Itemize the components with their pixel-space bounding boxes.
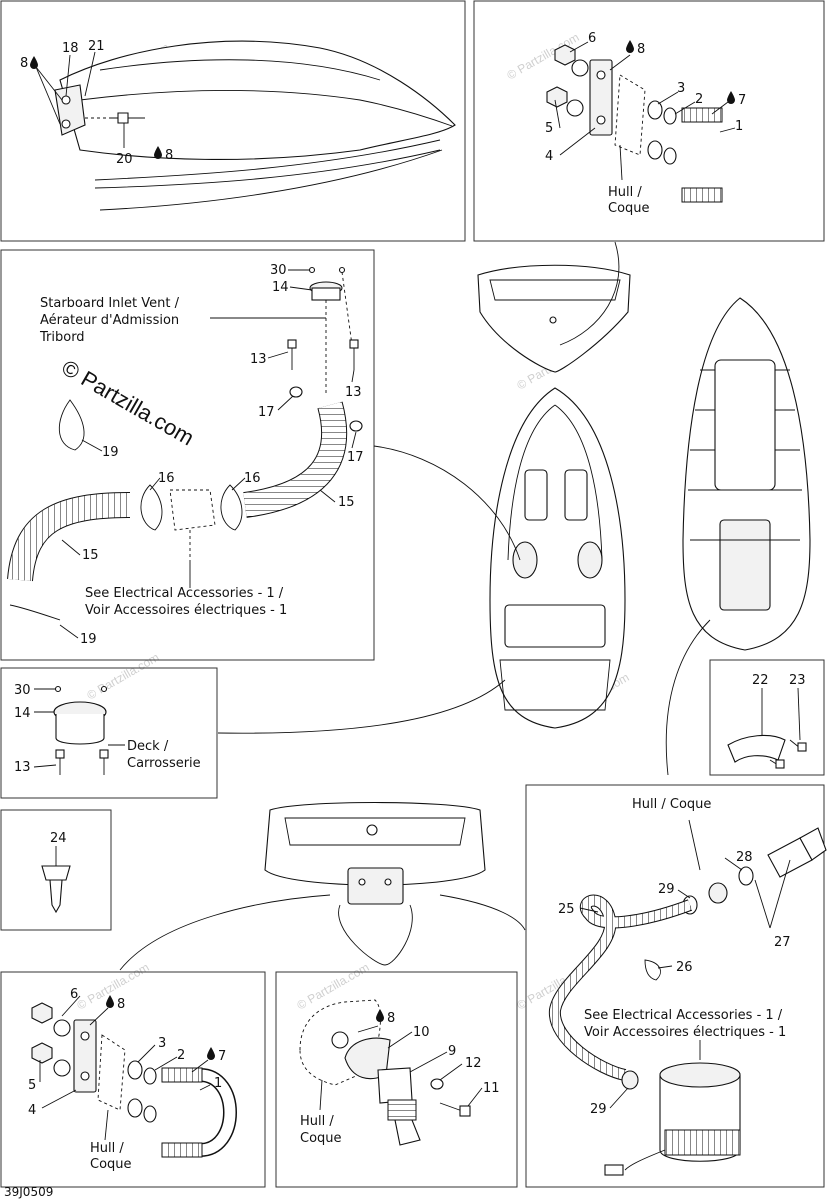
electrical-label: Voir Accessoires électriques - 1	[85, 603, 287, 618]
sealant-drop-icon	[30, 56, 38, 69]
callout-label: 8	[20, 56, 28, 71]
sealant-drop-icon	[207, 1047, 215, 1060]
callout-label: 17	[347, 450, 364, 465]
sealant-drop-icon	[727, 91, 735, 104]
hull-label: Coque	[300, 1131, 342, 1146]
callout-label: 7	[218, 1049, 226, 1064]
electrical-label: See Electrical Accessories - 1 /	[85, 586, 284, 601]
callout-label: 23	[789, 673, 806, 688]
electrical-label: Voir Accessoires électriques - 1	[584, 1025, 786, 1040]
callout-label: 3	[677, 81, 685, 96]
callout-label: 25	[558, 902, 575, 917]
callout-label: 15	[338, 495, 355, 510]
electrical-label: See Electrical Accessories - 1 /	[584, 1008, 783, 1023]
callout-label: 7	[738, 93, 746, 108]
hull-label: Coque	[90, 1157, 132, 1172]
watermark: © Partzilla.com	[85, 650, 162, 703]
callout-label: 26	[676, 960, 693, 975]
starboard-vent-panel: © Partzilla.com 30 14 Starboard Inlet Ve…	[0, 249, 375, 661]
sealant-drop-icon	[376, 1009, 384, 1022]
callout-label: 1	[735, 119, 743, 134]
callout-label: 16	[244, 471, 261, 486]
callout-label: 29	[590, 1102, 607, 1117]
callout-label: 10	[413, 1025, 430, 1040]
callout-label: 22	[752, 673, 769, 688]
deck-vent-panel: 30 14 13 Deck / Carrosserie	[0, 667, 218, 799]
callout-label: 4	[545, 149, 553, 164]
callout-label: 13	[345, 385, 362, 400]
callout-label: 17	[258, 405, 275, 420]
vent-label: Starboard Inlet Vent /	[40, 296, 180, 311]
callout-label: 1	[214, 1076, 222, 1091]
callout-label: 6	[70, 987, 78, 1002]
callout-label: 20	[116, 152, 133, 167]
callout-label: 11	[483, 1081, 500, 1096]
callout-label: 6	[588, 31, 596, 46]
vent-label: Tribord	[39, 330, 85, 345]
diagram-code: 39J0509	[4, 1185, 53, 1199]
callout-label: 28	[736, 850, 753, 865]
callout-label: 8	[117, 997, 125, 1012]
callout-label: 29	[658, 882, 675, 897]
callout-label: 8	[165, 148, 173, 163]
callout-label: 16	[158, 471, 175, 486]
copyright-mark: © Partzilla.com	[58, 355, 199, 451]
bilge-pump-panel: Hull / Coque 28 29 25 27 26 See Electric…	[525, 784, 827, 1188]
callout-label: 21	[88, 39, 105, 54]
hull-label: Hull /	[300, 1114, 334, 1129]
callout-label: 8	[387, 1011, 395, 1026]
hull-label: Hull /	[608, 185, 642, 200]
deck-label: Deck /	[127, 739, 169, 754]
callout-label: 14	[272, 280, 289, 295]
callout-label: 8	[637, 42, 645, 57]
callout-label: 5	[28, 1078, 36, 1093]
clip-panel: 22 23	[709, 659, 825, 776]
callout-label: 13	[14, 760, 31, 775]
lift-eye-bottom-panel: 6 8 3 2 7 5 1 4 Hull / Coque	[0, 971, 266, 1188]
callout-label: 27	[774, 935, 791, 950]
hull-inline-label: Hull / Coque	[632, 797, 711, 812]
bow-panel: 8 18 21 20 8	[0, 0, 466, 242]
watercraft-views	[119, 241, 811, 971]
callout-label: 19	[80, 632, 97, 647]
deck-label: Carrosserie	[127, 756, 201, 771]
callout-label: 24	[50, 831, 67, 846]
callout-label: 15	[82, 548, 99, 563]
callout-label: 30	[14, 683, 31, 698]
callout-label: 9	[448, 1044, 456, 1059]
drain-plug-panel: 8 10 9 12 11 Hull / Coque	[275, 971, 518, 1188]
hull-label: Hull /	[90, 1141, 124, 1156]
lift-eye-top-panel: 6 8 3 2 7 5 1 4 Hull / Coque	[473, 0, 825, 242]
callout-label: 13	[250, 352, 267, 367]
callout-label: 2	[177, 1048, 185, 1063]
sealant-drop-icon	[626, 40, 634, 53]
callout-label: 30	[270, 263, 287, 278]
callout-label: 5	[545, 121, 553, 136]
vent-label: Aérateur d'Admission	[40, 313, 179, 328]
callout-label: 19	[102, 445, 119, 460]
callout-label: 14	[14, 706, 31, 721]
callout-label: 18	[62, 41, 79, 56]
callout-label: 12	[465, 1056, 482, 1071]
callout-label: 4	[28, 1103, 36, 1118]
callout-label: 2	[695, 92, 703, 107]
fastener-panel: 24	[0, 809, 112, 931]
callout-label: 3	[158, 1036, 166, 1051]
hull-label: Coque	[608, 201, 650, 216]
